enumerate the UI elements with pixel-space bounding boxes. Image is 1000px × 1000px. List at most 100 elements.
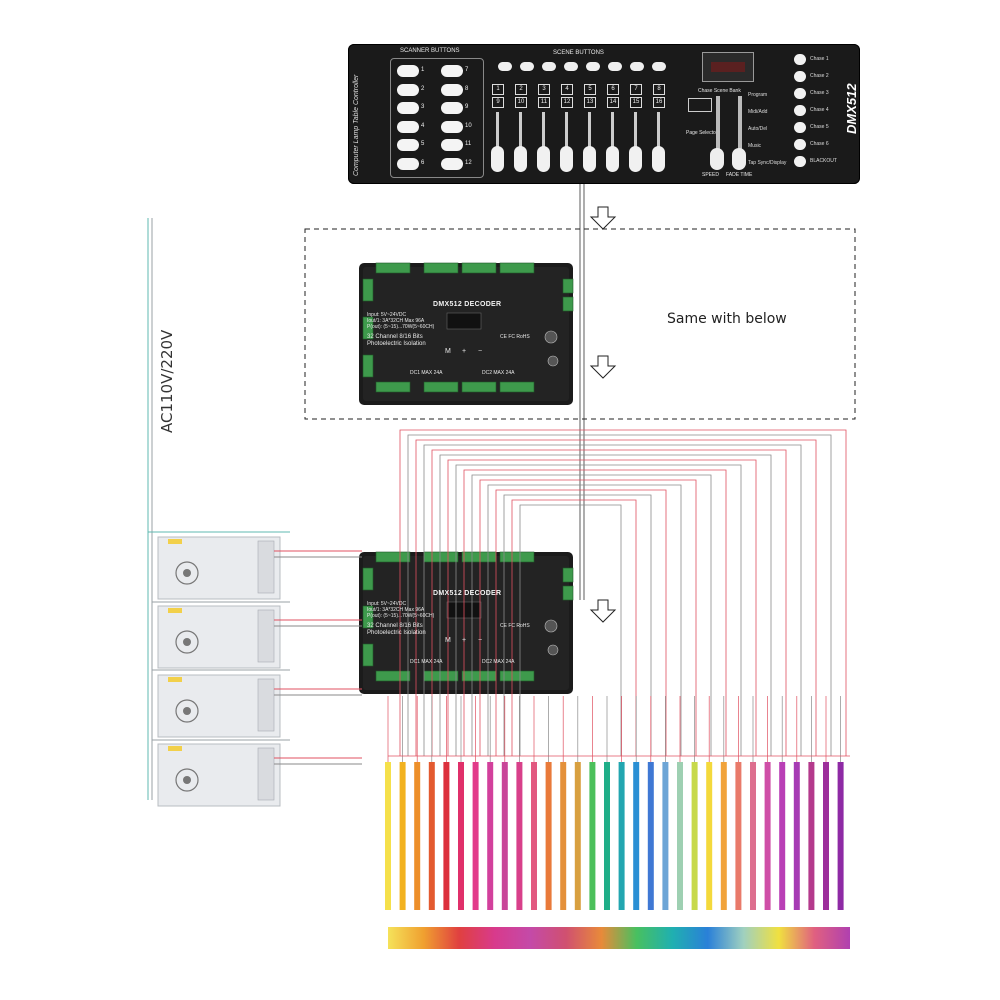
decoder-lower-btn-plus[interactable]: +: [462, 637, 467, 644]
terminal-block-left: [362, 567, 374, 591]
psu-fan-hub: [183, 707, 191, 715]
channel-fader[interactable]: [491, 146, 504, 172]
dmx-out-terminal: [562, 585, 574, 601]
chase-button[interactable]: [794, 156, 806, 167]
decoder-lower-title: DMX512 DECODER: [433, 590, 502, 597]
output-wire-pair: [455, 464, 742, 756]
scanner-button[interactable]: [397, 65, 419, 77]
output-wire-pair: [479, 479, 697, 756]
channel-number-top: 8: [653, 84, 665, 95]
scanner-button-number: 5: [421, 141, 425, 147]
channel-fader[interactable]: [652, 146, 665, 172]
psu-label-sticker: [168, 608, 182, 613]
led-strip: [677, 762, 683, 910]
decoder-lower-btn-m[interactable]: M: [445, 637, 451, 644]
channel-number-top: 3: [538, 84, 550, 95]
output-wire-pair: [439, 454, 772, 756]
decoder-lower-btn-minus[interactable]: −: [478, 637, 483, 644]
channel-fader[interactable]: [629, 146, 642, 172]
decoder-upper-btn-plus[interactable]: +: [462, 348, 467, 355]
console-display: [702, 52, 754, 82]
fade-fader[interactable]: [732, 148, 746, 170]
led-strip: [691, 762, 698, 910]
scanner-button[interactable]: [397, 102, 419, 114]
led-strip: [750, 762, 756, 910]
scanner-button-number: 7: [465, 67, 469, 73]
decoder-lower: [359, 552, 573, 694]
channel-number-top: 7: [630, 84, 642, 95]
fader-track: [611, 112, 614, 152]
scene-button[interactable]: [608, 62, 622, 71]
scanner-button-number: 1: [421, 67, 425, 73]
chase-button[interactable]: [794, 122, 806, 133]
fade-fader-track: [738, 96, 742, 168]
scanner-button[interactable]: [441, 102, 463, 114]
led-strip: [472, 762, 479, 910]
led-strip: [720, 762, 727, 910]
scene-button[interactable]: [520, 62, 534, 71]
led-strip: [633, 762, 640, 910]
decoder-lower-dc2: DC2 MAX 24A: [482, 659, 515, 665]
scanner-button[interactable]: [441, 157, 463, 170]
dmx512-console: Computer Lamp Table Controller SCANNER B…: [348, 44, 860, 184]
scanner-button[interactable]: [397, 157, 419, 170]
page-select-button[interactable]: [688, 98, 712, 112]
led-readout: [711, 62, 745, 72]
terminal-block-bottom: [375, 381, 411, 393]
scene-button[interactable]: [564, 62, 578, 71]
psu-fan-hub: [183, 776, 191, 784]
output-wire-pair: [447, 459, 757, 756]
terminal-block-bottom: [423, 670, 459, 682]
led-strip: [545, 762, 552, 910]
channel-number-top: 1: [492, 84, 504, 95]
page-select-label: Page Selector: [686, 130, 718, 136]
chase-button[interactable]: [794, 105, 806, 116]
scene-button[interactable]: [630, 62, 644, 71]
terminal-block-top: [461, 262, 497, 274]
chase-button[interactable]: [794, 71, 806, 82]
scene-button[interactable]: [542, 62, 556, 71]
output-wire-pair: [511, 499, 637, 756]
speed-fader[interactable]: [710, 148, 724, 170]
scanner-button[interactable]: [441, 139, 463, 151]
chase-scene-labels: Chase Scene Bank: [698, 88, 741, 94]
channel-fader[interactable]: [560, 146, 573, 172]
fade-label: FADE TIME: [726, 172, 753, 178]
scanner-button[interactable]: [397, 139, 419, 151]
decoder-upper-btn-m[interactable]: M: [445, 348, 451, 355]
psu-label-sticker: [168, 677, 182, 682]
decoder-upper-btn-minus[interactable]: −: [478, 348, 483, 355]
scanner-button-number: 10: [465, 122, 472, 129]
channel-fader[interactable]: [583, 146, 596, 172]
scanner-button[interactable]: [441, 65, 463, 77]
chase-button[interactable]: [794, 139, 806, 150]
brand-label: DMX512: [844, 83, 859, 134]
decoder-lower-isolation: Photoelectric Isolation: [367, 630, 426, 636]
chase-button[interactable]: [794, 54, 806, 65]
scene-button[interactable]: [652, 62, 666, 71]
channel-fader[interactable]: [514, 146, 527, 172]
signal-arrows: [589, 206, 617, 623]
channel-number-top: 2: [515, 84, 527, 95]
chase-label: Chase 4: [810, 107, 829, 113]
scanner-button[interactable]: [397, 120, 419, 133]
scanner-button[interactable]: [441, 83, 463, 96]
terminal-block-top: [499, 551, 535, 563]
scene-button[interactable]: [498, 62, 512, 71]
terminal-block-top: [423, 262, 459, 274]
channel-fader[interactable]: [606, 146, 619, 172]
psu-fan-grill: [175, 699, 199, 723]
scene-button[interactable]: [586, 62, 600, 71]
scanner-button[interactable]: [397, 83, 419, 96]
output-wires: [387, 429, 850, 762]
scanner-button[interactable]: [441, 120, 463, 133]
terminal-block-left: [362, 605, 374, 629]
function-label: Auto/Del: [748, 126, 768, 132]
psu-terminal-strip: [257, 747, 275, 801]
channel-fader[interactable]: [537, 146, 550, 172]
chase-button[interactable]: [794, 88, 806, 99]
terminal-block-left: [362, 354, 374, 378]
led-strip: [823, 762, 829, 910]
